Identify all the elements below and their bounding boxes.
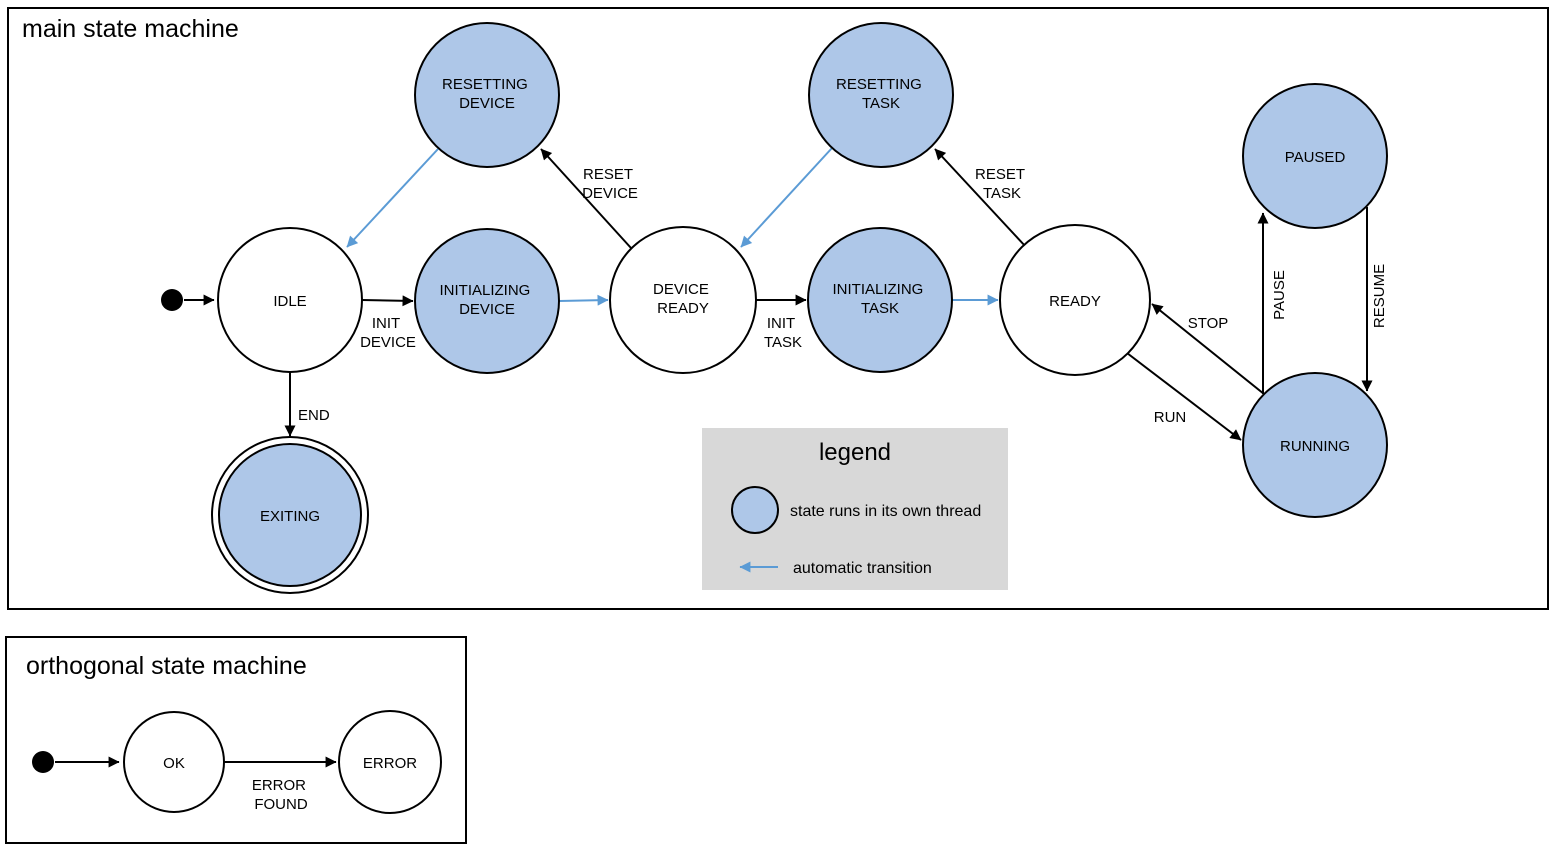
state-paused-circle (1242, 83, 1388, 229)
state-exiting: EXITING (211, 436, 369, 594)
transition-auto-to-device-ready-arrow (558, 294, 609, 306)
state-initializing-task-circle (807, 227, 953, 373)
state-initializing-device-label: INITIALIZING DEVICE (439, 282, 534, 318)
state-resetting-device-label: RESETTING DEVICE (442, 76, 532, 112)
state-error-circle (338, 710, 442, 814)
state-ready-label: READY (1049, 293, 1101, 310)
state-running: RUNNING (1242, 372, 1388, 518)
transition-resume-label: RESUME (1371, 264, 1388, 328)
state-device-ready-label: DEVICE READY (653, 281, 713, 317)
state-initializing-task: INITIALIZING TASK (807, 227, 953, 373)
transition-auto-to-device-ready-2-arrow (740, 147, 833, 248)
state-running-label: RUNNING (1280, 438, 1350, 455)
transition-auto-to-idle-arrow (346, 148, 439, 248)
main-state-machine-title: main state machine (22, 15, 239, 43)
state-device-ready: DEVICE READY (609, 226, 757, 374)
main-state-machine-box (7, 7, 1549, 610)
state-running-circle (1242, 372, 1388, 518)
legend-threaded-state-icon (731, 486, 779, 534)
state-resetting-device-circle (414, 22, 560, 168)
legend: legend state runs in its own thread auto… (702, 428, 1008, 590)
transition-end-label: END (298, 407, 330, 424)
state-paused: PAUSED (1242, 83, 1388, 229)
orthogonal-initial-state-dot (32, 751, 54, 773)
legend-threaded-state-label: state runs in its own thread (790, 503, 981, 520)
transition-stop-label: STOP (1188, 315, 1229, 332)
state-initializing-device: INITIALIZING DEVICE (414, 228, 560, 374)
orthogonal-state-machine-title: orthogonal state machine (26, 652, 307, 680)
transition-reset-device-label: RESET DEVICE (582, 166, 638, 202)
state-paused-label: PAUSED (1285, 149, 1346, 166)
transition-run-arrow (1126, 352, 1242, 441)
state-ok-label: OK (163, 755, 185, 772)
legend-title: legend (819, 439, 891, 466)
state-device-ready-circle (609, 226, 757, 374)
state-exiting-circle (218, 443, 362, 587)
state-resetting-task-label: RESETTING TASK (836, 76, 926, 112)
orthogonal-state-machine-box (5, 636, 467, 844)
transition-init-device-label: INIT DEVICE (360, 315, 416, 351)
state-resetting-task-circle (808, 22, 954, 168)
state-ready-circle (999, 224, 1151, 376)
state-ok-circle (123, 711, 225, 813)
state-resetting-device: RESETTING DEVICE (414, 22, 560, 168)
transition-reset-task-label: RESET TASK (975, 166, 1029, 202)
state-initializing-task-label: INITIALIZING TASK (832, 281, 927, 317)
state-error-label: ERROR (363, 755, 417, 772)
state-idle: IDLE (217, 227, 363, 373)
transition-pause-label: PAUSE (1271, 270, 1288, 320)
state-error: ERROR (338, 710, 442, 814)
transition-init-device-arrow (361, 295, 414, 307)
transition-reset-task-arrow (934, 148, 1027, 248)
initial-state-dot (161, 289, 183, 311)
legend-automatic-transition-label: automatic transition (793, 560, 932, 577)
state-exiting-label: EXITING (260, 508, 320, 525)
transition-stop-arrow (1151, 303, 1265, 395)
state-idle-circle (217, 227, 363, 373)
transition-error-found-label: ERROR FOUND (252, 777, 310, 813)
state-resetting-task: RESETTING TASK (808, 22, 954, 168)
transition-init-task-label: INIT TASK (764, 315, 802, 351)
state-initializing-device-circle (414, 228, 560, 374)
transition-reset-device-arrow (540, 148, 632, 249)
state-ok: OK (123, 711, 225, 813)
state-ready: READY (999, 224, 1151, 376)
state-idle-label: IDLE (273, 293, 306, 310)
transition-run-label: RUN (1154, 409, 1187, 426)
